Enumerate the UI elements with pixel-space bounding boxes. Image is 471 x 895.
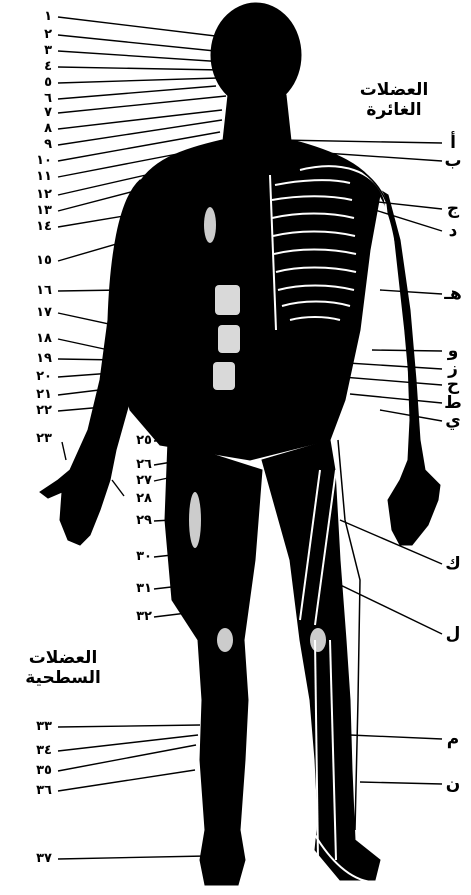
label-number-18: ١٨ — [30, 332, 52, 346]
leader-line — [62, 442, 66, 460]
label-letter-14: ن — [440, 775, 466, 793]
leader-line — [58, 78, 218, 83]
label-number-31: ٣١ — [124, 582, 152, 596]
leader-line — [58, 725, 200, 727]
leader-line — [280, 140, 442, 143]
label-number-29: ٢٩ — [124, 514, 152, 528]
label-letter-2: ب — [440, 152, 466, 170]
label-number-16: ١٦ — [30, 284, 52, 298]
leader-line — [350, 735, 442, 739]
label-number-3: ٣ — [30, 44, 52, 58]
label-number-9: ٩ — [30, 138, 52, 152]
label-number-32: ٣٢ — [124, 610, 152, 624]
label-number-26: ٢٦ — [124, 458, 152, 472]
leader-line — [58, 120, 222, 145]
leader-line — [330, 580, 442, 634]
label-letter-8: ح — [440, 376, 466, 394]
label-letter-5: هـ — [440, 285, 466, 303]
label-number-12: ١٢ — [30, 188, 52, 202]
leader-line — [58, 359, 120, 360]
leader-line — [154, 411, 170, 412]
label-number-35: ٣٥ — [30, 764, 52, 778]
leader-line — [154, 478, 168, 481]
leader-line — [58, 770, 195, 791]
label-number-22: ٢٢ — [30, 404, 52, 418]
label-number-8: ٨ — [30, 122, 52, 136]
deep-muscles-heading: العضلات الغائرة — [355, 80, 433, 120]
label-number-23: ٢٣ — [30, 432, 52, 446]
leader-line — [58, 17, 232, 38]
label-letter-10: ي — [440, 412, 466, 430]
deep-muscles-heading-line1: العضلات — [355, 80, 433, 100]
label-letter-11: ك — [440, 555, 466, 573]
label-number-21: ٢١ — [30, 388, 52, 402]
label-number-10: ١٠ — [30, 154, 52, 168]
leader-line — [350, 394, 442, 403]
leader-line — [58, 96, 226, 113]
label-number-25: ٢٥ — [124, 434, 152, 448]
label-letter-1: أ — [440, 134, 466, 152]
leader-line — [58, 110, 222, 129]
leader-line — [154, 440, 175, 441]
label-number-14: ١٤ — [30, 220, 52, 234]
leader-line — [372, 350, 442, 351]
label-letter-4: د — [440, 222, 466, 240]
label-number-37: ٣٧ — [30, 852, 52, 866]
superficial-muscles-heading-line1: العضلات — [8, 648, 118, 668]
label-letter-12: ل — [440, 625, 466, 643]
label-number-34: ٣٤ — [30, 744, 52, 758]
leader-line — [360, 782, 442, 784]
label-number-20: ٢٠ — [30, 370, 52, 384]
leader-line — [154, 520, 172, 521]
label-number-28: ٢٨ — [124, 492, 152, 506]
label-number-1: ١ — [30, 10, 52, 24]
leader-line — [58, 67, 222, 70]
label-number-24: ٢٤ — [124, 404, 152, 418]
superficial-muscles-heading: العضلات السطحية — [8, 648, 118, 688]
leader-line — [58, 51, 225, 62]
label-number-6: ٦ — [30, 92, 52, 106]
leader-line — [58, 290, 122, 291]
label-number-15: ١٥ — [30, 254, 52, 268]
label-number-19: ١٩ — [30, 352, 52, 366]
leader-line — [58, 86, 216, 99]
leader-line — [58, 856, 206, 859]
leader-line — [58, 35, 225, 52]
label-number-33: ٣٣ — [30, 720, 52, 734]
label-number-13: ١٣ — [30, 204, 52, 218]
label-number-27: ٢٧ — [124, 474, 152, 488]
label-number-7: ٧ — [30, 106, 52, 120]
label-number-2: ٢ — [30, 28, 52, 42]
label-number-30: ٣٠ — [124, 550, 152, 564]
deep-muscles-heading-line2: الغائرة — [355, 100, 433, 120]
leader-line — [375, 210, 442, 231]
superficial-muscles-heading-line2: السطحية — [8, 668, 118, 688]
label-number-4: ٤ — [30, 60, 52, 74]
leader-line — [112, 480, 124, 496]
label-number-36: ٣٦ — [30, 784, 52, 798]
label-letter-13: م — [440, 730, 466, 748]
label-number-5: ٥ — [30, 76, 52, 90]
label-letter-9: ط — [440, 394, 466, 412]
label-number-17: ١٧ — [30, 306, 52, 320]
leader-line — [380, 290, 442, 294]
label-number-11: ١١ — [30, 170, 52, 184]
label-letter-3: ج — [440, 200, 466, 218]
label-letter-6: و — [440, 342, 466, 360]
